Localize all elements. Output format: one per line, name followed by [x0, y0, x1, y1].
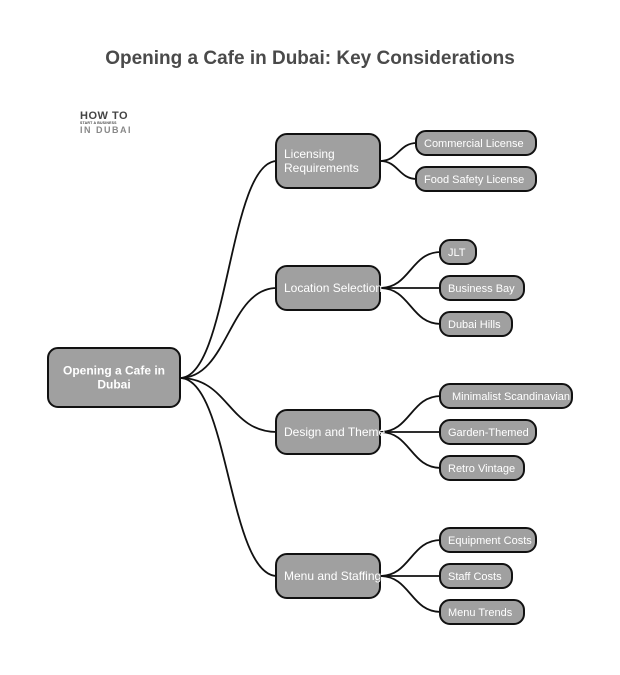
leaf-node-business-bay[interactable]: Business Bay [439, 275, 525, 301]
edge-root-to-branch [179, 377, 278, 433]
leaf-node-staff-costs-label: Staff Costs [448, 571, 502, 583]
edge-branch-to-leaf [379, 431, 442, 469]
branch-node-location-selection[interactable]: Location Selection [275, 265, 382, 311]
branch-node-licensing-requirements-box [275, 133, 381, 189]
leaf-node-staff-costs[interactable]: Staff Costs [439, 563, 513, 589]
leaf-node-jlt-box [439, 239, 477, 265]
leaf-node-dubai-hills-box [439, 311, 513, 337]
root-node-opening-a-cafe-label: Opening a Cafe in [63, 364, 165, 378]
branch-node-design-and-theme-label: Design and Theme [284, 425, 386, 439]
leaf-node-dubai-hills-label: Dubai Hills [448, 319, 501, 331]
edge-branch-to-leaf [379, 539, 442, 577]
edge-branch-to-leaf [379, 575, 442, 613]
leaf-node-menu-trends-box [439, 599, 525, 625]
branch-node-location-selection-label: Location Selection [284, 281, 382, 295]
leaf-node-garden-themed[interactable]: Garden-Themed [439, 419, 537, 445]
branch-node-licensing-requirements-label: Requirements [284, 161, 359, 175]
leaf-node-retro-vintage-box [439, 455, 525, 481]
edge-branch-to-leaf [379, 395, 442, 433]
branch-node-menu-and-staffing-box [275, 553, 381, 599]
branch-node-menu-and-staffing[interactable]: Menu and Staffing [275, 553, 381, 599]
leaf-node-equipment-costs-box [439, 527, 537, 553]
leaf-node-minimalist-scandinavian-box [439, 383, 573, 409]
leaf-node-business-bay-box [439, 275, 525, 301]
branch-node-licensing-requirements-label: Licensing [284, 147, 335, 161]
edge-root-to-branch [179, 377, 278, 577]
branch-node-design-and-theme-box [275, 409, 381, 455]
leaf-node-minimalist-scandinavian-label: Minimalist Scandinavian [452, 391, 570, 403]
logo-line-3: IN DUBAI [80, 124, 132, 135]
diagram-title: Opening a Cafe in Dubai: Key Considerati… [105, 48, 515, 69]
edge-root-to-branch [179, 287, 278, 379]
leaf-node-menu-trends-label: Menu Trends [448, 607, 513, 619]
leaf-node-equipment-costs-label: Equipment Costs [448, 535, 532, 547]
edge-root-to-branch [179, 160, 278, 379]
leaf-node-commercial-license-box [415, 130, 537, 156]
leaf-node-retro-vintage[interactable]: Retro Vintage [439, 455, 525, 481]
root-node-opening-a-cafe-box [47, 347, 181, 408]
leaf-node-garden-themed-label: Garden-Themed [448, 427, 529, 439]
edge-branch-to-leaf [379, 251, 442, 289]
leaf-node-food-safety-license-label: Food Safety License [424, 174, 524, 186]
edge-branch-to-leaf [379, 287, 442, 325]
branch-node-location-selection-box [275, 265, 381, 311]
leaf-node-jlt-label: JLT [448, 247, 466, 259]
logo-line-2: START A BUSINESS [80, 121, 117, 125]
edge-branch-to-leaf [379, 142, 418, 162]
leaf-node-menu-trends[interactable]: Menu Trends [439, 599, 525, 625]
edge-branch-to-leaf [379, 160, 418, 180]
leaf-node-garden-themed-box [439, 419, 537, 445]
how-to-start-a-business-logo: HOW TO START A BUSINESS IN DUBAI [80, 111, 132, 135]
leaf-node-jlt[interactable]: JLT [439, 239, 477, 265]
leaf-node-commercial-license-label: Commercial License [424, 138, 524, 150]
leaf-node-commercial-license[interactable]: Commercial License [415, 130, 537, 156]
leaf-node-retro-vintage-label: Retro Vintage [448, 463, 515, 475]
logo-line-1: HOW TO [80, 110, 129, 122]
leaf-node-staff-costs-box [439, 563, 513, 589]
leaf-node-dubai-hills[interactable]: Dubai Hills [439, 311, 513, 337]
branch-node-menu-and-staffing-label: Menu and Staffing [284, 569, 381, 583]
leaf-node-equipment-costs[interactable]: Equipment Costs [439, 527, 537, 553]
root-node-opening-a-cafe-label: Dubai [97, 378, 130, 392]
leaf-node-food-safety-license[interactable]: Food Safety License [415, 166, 537, 192]
leaf-node-business-bay-label: Business Bay [448, 283, 515, 295]
branch-node-design-and-theme[interactable]: Design and Theme [275, 409, 386, 455]
leaf-node-minimalist-scandinavian[interactable]: Minimalist Scandinavian [439, 383, 573, 409]
leaf-node-food-safety-license-box [415, 166, 537, 192]
